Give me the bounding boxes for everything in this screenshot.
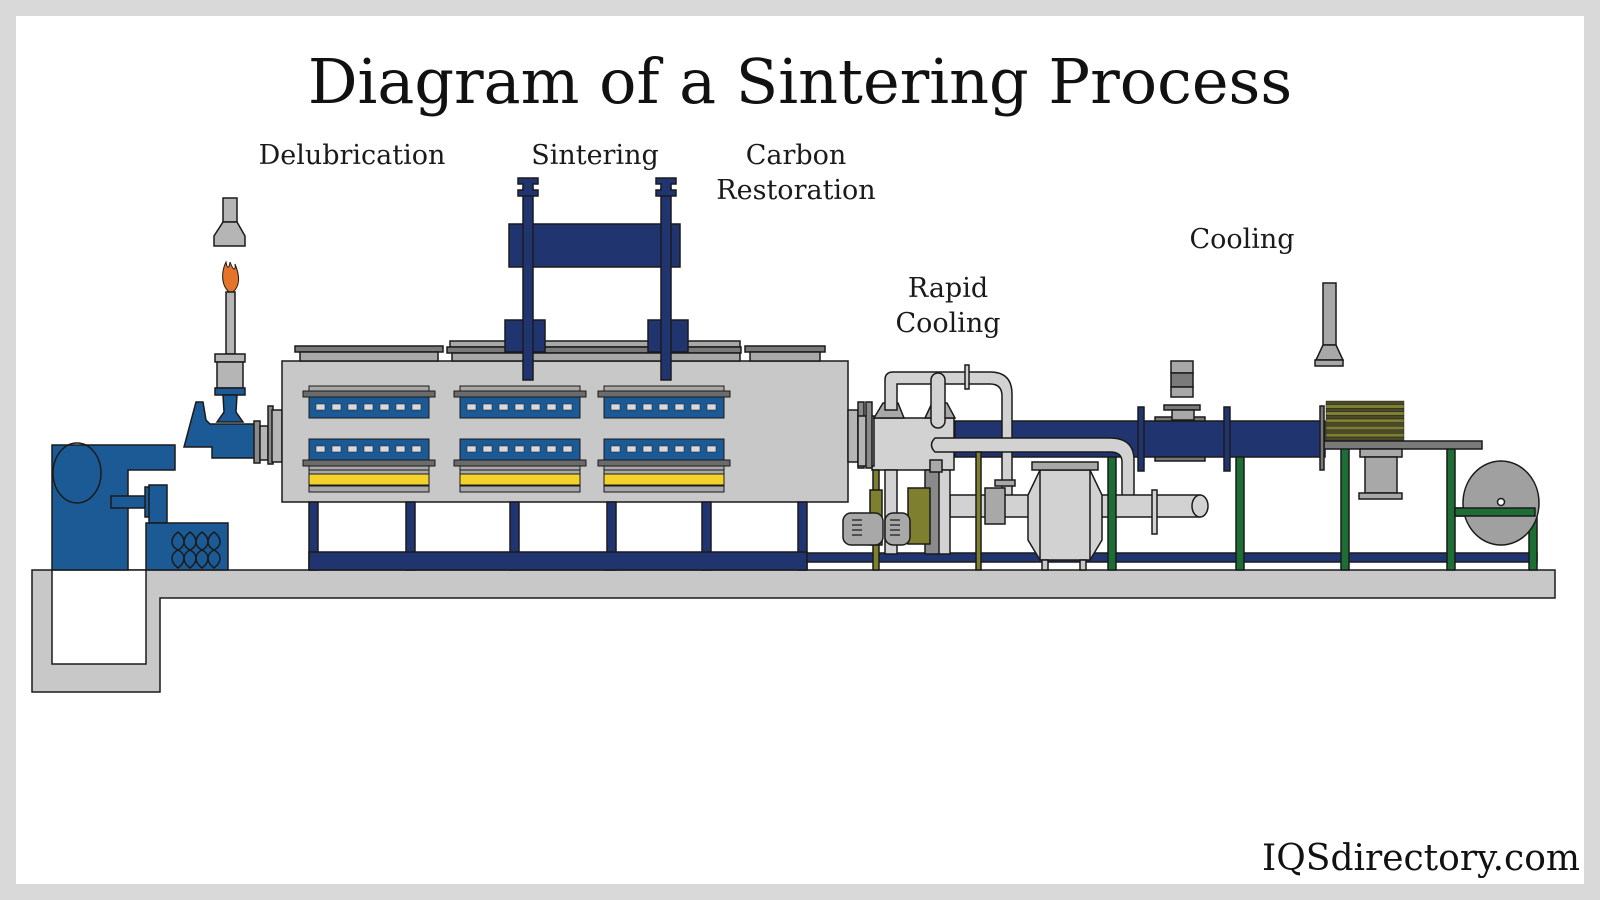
heating-element — [603, 473, 725, 486]
blower-fan-icon — [52, 442, 102, 504]
conveyor-table — [1323, 440, 1483, 450]
hoist-rod-left — [522, 187, 534, 381]
rapid-cooling-unit — [842, 360, 1326, 571]
cooling-fin — [1325, 433, 1405, 438]
label-carbon-restoration-2: Restoration — [716, 175, 875, 206]
heating-element — [308, 473, 430, 486]
olive-panel — [907, 487, 931, 545]
cooling-fin — [1325, 408, 1405, 413]
cooling-fin — [1325, 400, 1405, 405]
pump-motor-icon — [842, 512, 911, 546]
sintering-furnace — [281, 340, 865, 503]
cooling-fin — [1325, 418, 1405, 423]
cooling-fin — [1325, 411, 1405, 416]
cooling-fin-stack — [1325, 400, 1405, 441]
heating-module-3 — [597, 385, 731, 493]
label-rapid-cooling-2: Cooling — [895, 308, 1000, 339]
cooling-fin — [1325, 429, 1405, 434]
cooling-unit — [1107, 282, 1540, 571]
label-carbon-restoration-1: Carbon — [746, 140, 847, 171]
diagram-title: Diagram of a Sintering Process — [308, 45, 1292, 118]
flame-icon — [222, 260, 239, 293]
furnace-support — [308, 501, 1538, 571]
heating-module-2 — [453, 385, 587, 493]
heater-box — [145, 522, 229, 571]
cooling-fin — [1325, 415, 1405, 420]
brand-watermark: IQSdirectory.com — [1262, 838, 1580, 879]
cooling-fin — [1325, 404, 1405, 409]
floor-base — [31, 569, 1556, 693]
heating-module-1 — [302, 385, 436, 493]
label-sintering: Sintering — [531, 140, 659, 171]
hoist-rod-right — [660, 187, 672, 381]
sintering-hoist-frame — [504, 177, 689, 381]
cooling-fin — [1325, 426, 1405, 431]
exhaust-hood — [213, 221, 246, 247]
conveyor-rail — [806, 552, 1538, 563]
cooling-fin — [1325, 422, 1405, 427]
blower-unit — [51, 442, 229, 571]
label-rapid-cooling-1: Rapid — [908, 273, 988, 304]
label-cooling: Cooling — [1189, 224, 1294, 255]
heating-coil-icon — [171, 531, 221, 569]
cooling-fin — [1325, 436, 1405, 441]
heating-element — [459, 473, 581, 486]
burner-stack — [183, 197, 283, 465]
label-delubrication: Delubrication — [259, 140, 446, 171]
